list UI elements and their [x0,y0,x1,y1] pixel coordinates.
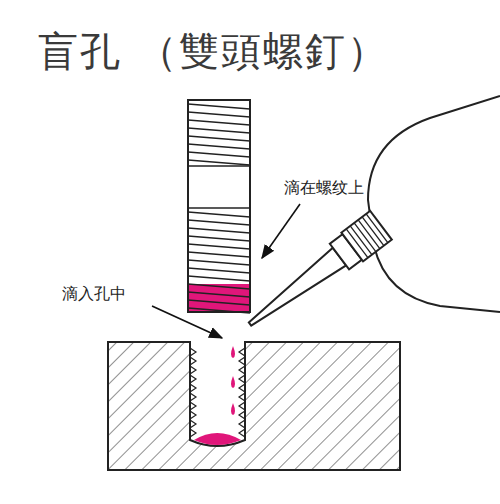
thread-tick [239,384,245,392]
cap-rib [346,229,368,258]
glue-bottle [368,96,500,312]
thread-line [188,276,250,281]
thread-line [188,152,250,157]
thread-line [188,220,250,225]
thread-line [188,268,250,273]
thread-line [188,128,250,133]
stud-thread [188,104,250,313]
thread-tick [190,357,196,365]
thread-tick [190,402,196,410]
callout-label: 滴在螺纹上 [282,178,366,199]
thread-tick [239,348,245,356]
thread-tick [190,384,196,392]
hole-thread [190,348,245,437]
callout-label: 滴入孔中 [60,284,128,305]
thread-tick [239,429,245,437]
thread-line [188,160,250,165]
cap-rib [366,214,388,243]
glue-on-thread [189,284,249,311]
workpiece-block [108,342,400,470]
thread-tick [239,375,245,383]
leader-arrow [152,306,222,338]
thread-tick [239,420,245,428]
thread-tick [190,348,196,356]
thread-line [188,136,250,141]
thread-tick [239,357,245,365]
cap-rib [362,217,384,246]
glue-drops [231,346,235,415]
thread-tick [190,375,196,383]
thread-line [188,292,250,297]
thread-end [188,207,250,209]
thread-tick [190,411,196,419]
thread-tick [190,366,196,374]
thread-tick [190,420,196,428]
thread-line [188,112,250,117]
thread-line [188,244,250,249]
thread-tick [239,393,245,401]
leader-arrow [262,204,300,258]
thread-line [188,228,250,233]
thread-line [188,284,250,289]
thread-line [188,120,250,125]
thread-line [188,144,250,149]
bottle-nozzle [239,211,392,338]
thread-line [188,104,250,109]
thread-line [188,300,250,305]
thread-tick [239,366,245,374]
diagram-title: 盲孔 （雙頭螺釘） [38,24,389,79]
thread-line [188,308,250,313]
thread-tick [190,393,196,401]
stud-bolt [188,100,250,312]
thread-line [188,236,250,241]
cap-rib [354,223,376,252]
thread-tick [190,429,196,437]
cap-rib [350,226,372,255]
glue-pool [194,433,241,445]
thread-line [188,260,250,265]
cap-rib [358,220,380,249]
thread-line [188,212,250,217]
thread-end [188,165,250,167]
thread-tick [239,411,245,419]
thread-tick [239,402,245,410]
thread-line [188,252,250,257]
